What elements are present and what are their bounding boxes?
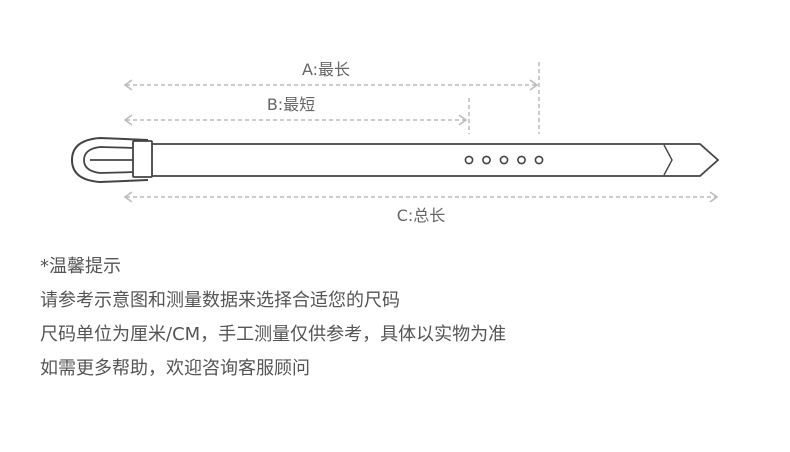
dimension-a-right-arrow xyxy=(529,79,539,91)
buckle-frame-inner xyxy=(83,146,137,174)
dimension-b: B:最短 xyxy=(123,95,470,134)
size-tips-section: *温馨提示 请参考示意图和测量数据来选择合适您的尺码 尺码单位为厘米/CM，手工… xyxy=(40,250,760,386)
belt-hole xyxy=(517,155,526,165)
belt-keeper-loop xyxy=(132,140,153,178)
tips-title: *温馨提示 xyxy=(40,256,121,277)
buckle-frame-outer xyxy=(70,136,149,184)
belt-hole xyxy=(499,155,509,165)
dimension-a: A:最长 xyxy=(123,60,540,134)
belt-size-diagram: A:最长 B:最短 C:总长 xyxy=(70,60,720,225)
dimension-c-label: C:总长 xyxy=(397,206,446,225)
dimension-a-label: A:最长 xyxy=(302,60,350,79)
dimension-b-label: B:最短 xyxy=(267,95,315,114)
belt-illustration xyxy=(70,136,720,184)
tip-line-2: 尺码单位为厘米/CM，手工测量仅供参考，具体以实物为准 xyxy=(40,324,507,345)
belt-strap xyxy=(148,143,720,177)
dimension-c: C:总长 xyxy=(123,191,719,225)
belt-hole xyxy=(464,155,474,165)
dimension-a-left-arrow xyxy=(123,79,133,91)
dimension-b-right-arrow xyxy=(458,114,468,126)
belt-tip-stitch xyxy=(663,144,673,176)
tip-line-3: 如需更多帮助，欢迎咨询客服顾问 xyxy=(40,358,310,379)
tip-line-1: 请参考示意图和测量数据来选择合适您的尺码 xyxy=(40,290,400,311)
belt-hole xyxy=(534,155,544,165)
belt-hole xyxy=(482,155,491,165)
dimension-c-left-arrow xyxy=(123,191,133,203)
dimension-c-right-arrow xyxy=(709,191,719,203)
belt-holes xyxy=(464,155,544,165)
dimension-b-left-arrow xyxy=(123,114,133,126)
